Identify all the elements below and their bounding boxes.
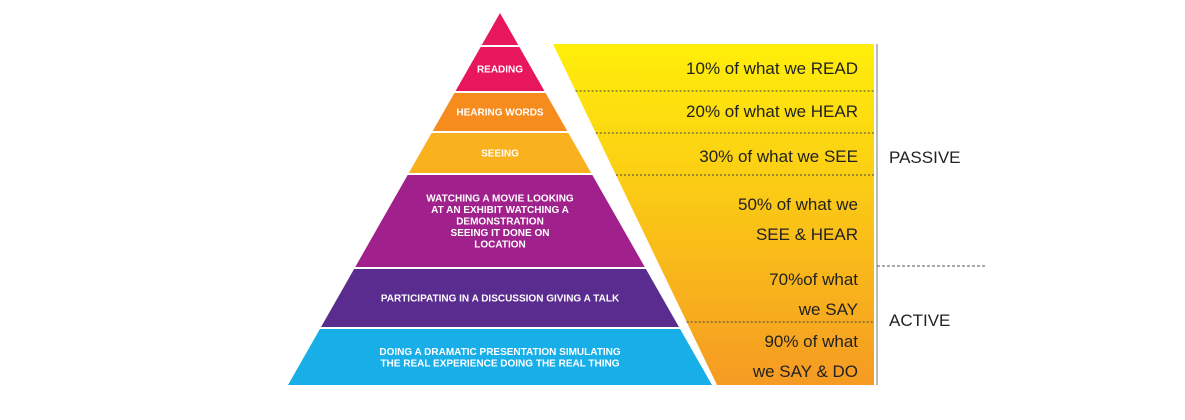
pyramid-level-shape	[432, 93, 568, 131]
pyramid-level-label: THE REAL EXPERIENCE DOING THE REAL THING	[380, 358, 619, 369]
pyramid-level-label: DOING A DRAMATIC PRESENTATION SIMULATING	[379, 347, 621, 358]
retention-panel: 10% of what we READ 20% of what we HEAR 30…	[553, 44, 874, 385]
retention-label: 10% of what we READ	[686, 59, 858, 78]
pyramid-level-label: SEEING IT DONE ON	[451, 228, 550, 239]
category-bracket: PASSIVE ACTIVE	[876, 44, 987, 385]
pyramid-level: PARTICIPATING IN A DISCUSSION GIVING A T…	[321, 269, 679, 327]
retention-label: 70%of what	[769, 270, 858, 289]
retention-label: we SAY & DO	[752, 362, 858, 381]
retention-label: SEE & HEAR	[756, 225, 858, 244]
pyramid-level-label: AT AN EXHIBIT WATCHING A	[431, 205, 569, 216]
retention-dividers	[575, 90, 874, 323]
pyramid-level-shape	[481, 13, 519, 45]
retention-label: 30% of what we SEE	[699, 147, 858, 166]
pyramid-level-shape	[321, 269, 679, 327]
learning-pyramid: READING HEARING WORDS SEEING WATCHING A MOV…	[288, 13, 712, 385]
retention-label: 20% of what we HEAR	[686, 102, 858, 121]
pyramid-level-label: PARTICIPATING IN A DISCUSSION GIVING A T…	[381, 294, 620, 305]
pyramid-level-shape	[288, 329, 712, 385]
pyramid-level-label: DEMONSTRATION	[456, 217, 544, 228]
active-label: ACTIVE	[889, 311, 950, 330]
pyramid-level: READING	[455, 47, 545, 91]
pyramid-level: DOING A DRAMATIC PRESENTATION SIMULATING…	[288, 329, 712, 385]
pyramid-level-label: READING	[477, 65, 523, 76]
retention-label: 50% of what we	[738, 195, 858, 214]
pyramid-level-shape	[355, 175, 645, 267]
pyramid-level-shape	[408, 133, 592, 173]
pyramid-level-label: WATCHING A MOVIE LOOKING	[426, 194, 574, 205]
pyramid-level-label: SEEING	[481, 149, 519, 160]
pyramid-level-label: HEARING WORDS	[456, 108, 544, 119]
pyramid-level: SEEING	[408, 133, 592, 173]
pyramid-level: HEARING WORDS	[432, 93, 568, 131]
retention-label: we SAY	[798, 300, 858, 319]
pyramid-level-label: LOCATION	[474, 240, 525, 251]
passive-label: PASSIVE	[889, 148, 961, 167]
retention-gradient-band	[553, 44, 874, 385]
pyramid-level	[481, 13, 519, 45]
pyramid-level-shape	[455, 47, 545, 91]
retention-label: 90% of what	[764, 332, 858, 351]
